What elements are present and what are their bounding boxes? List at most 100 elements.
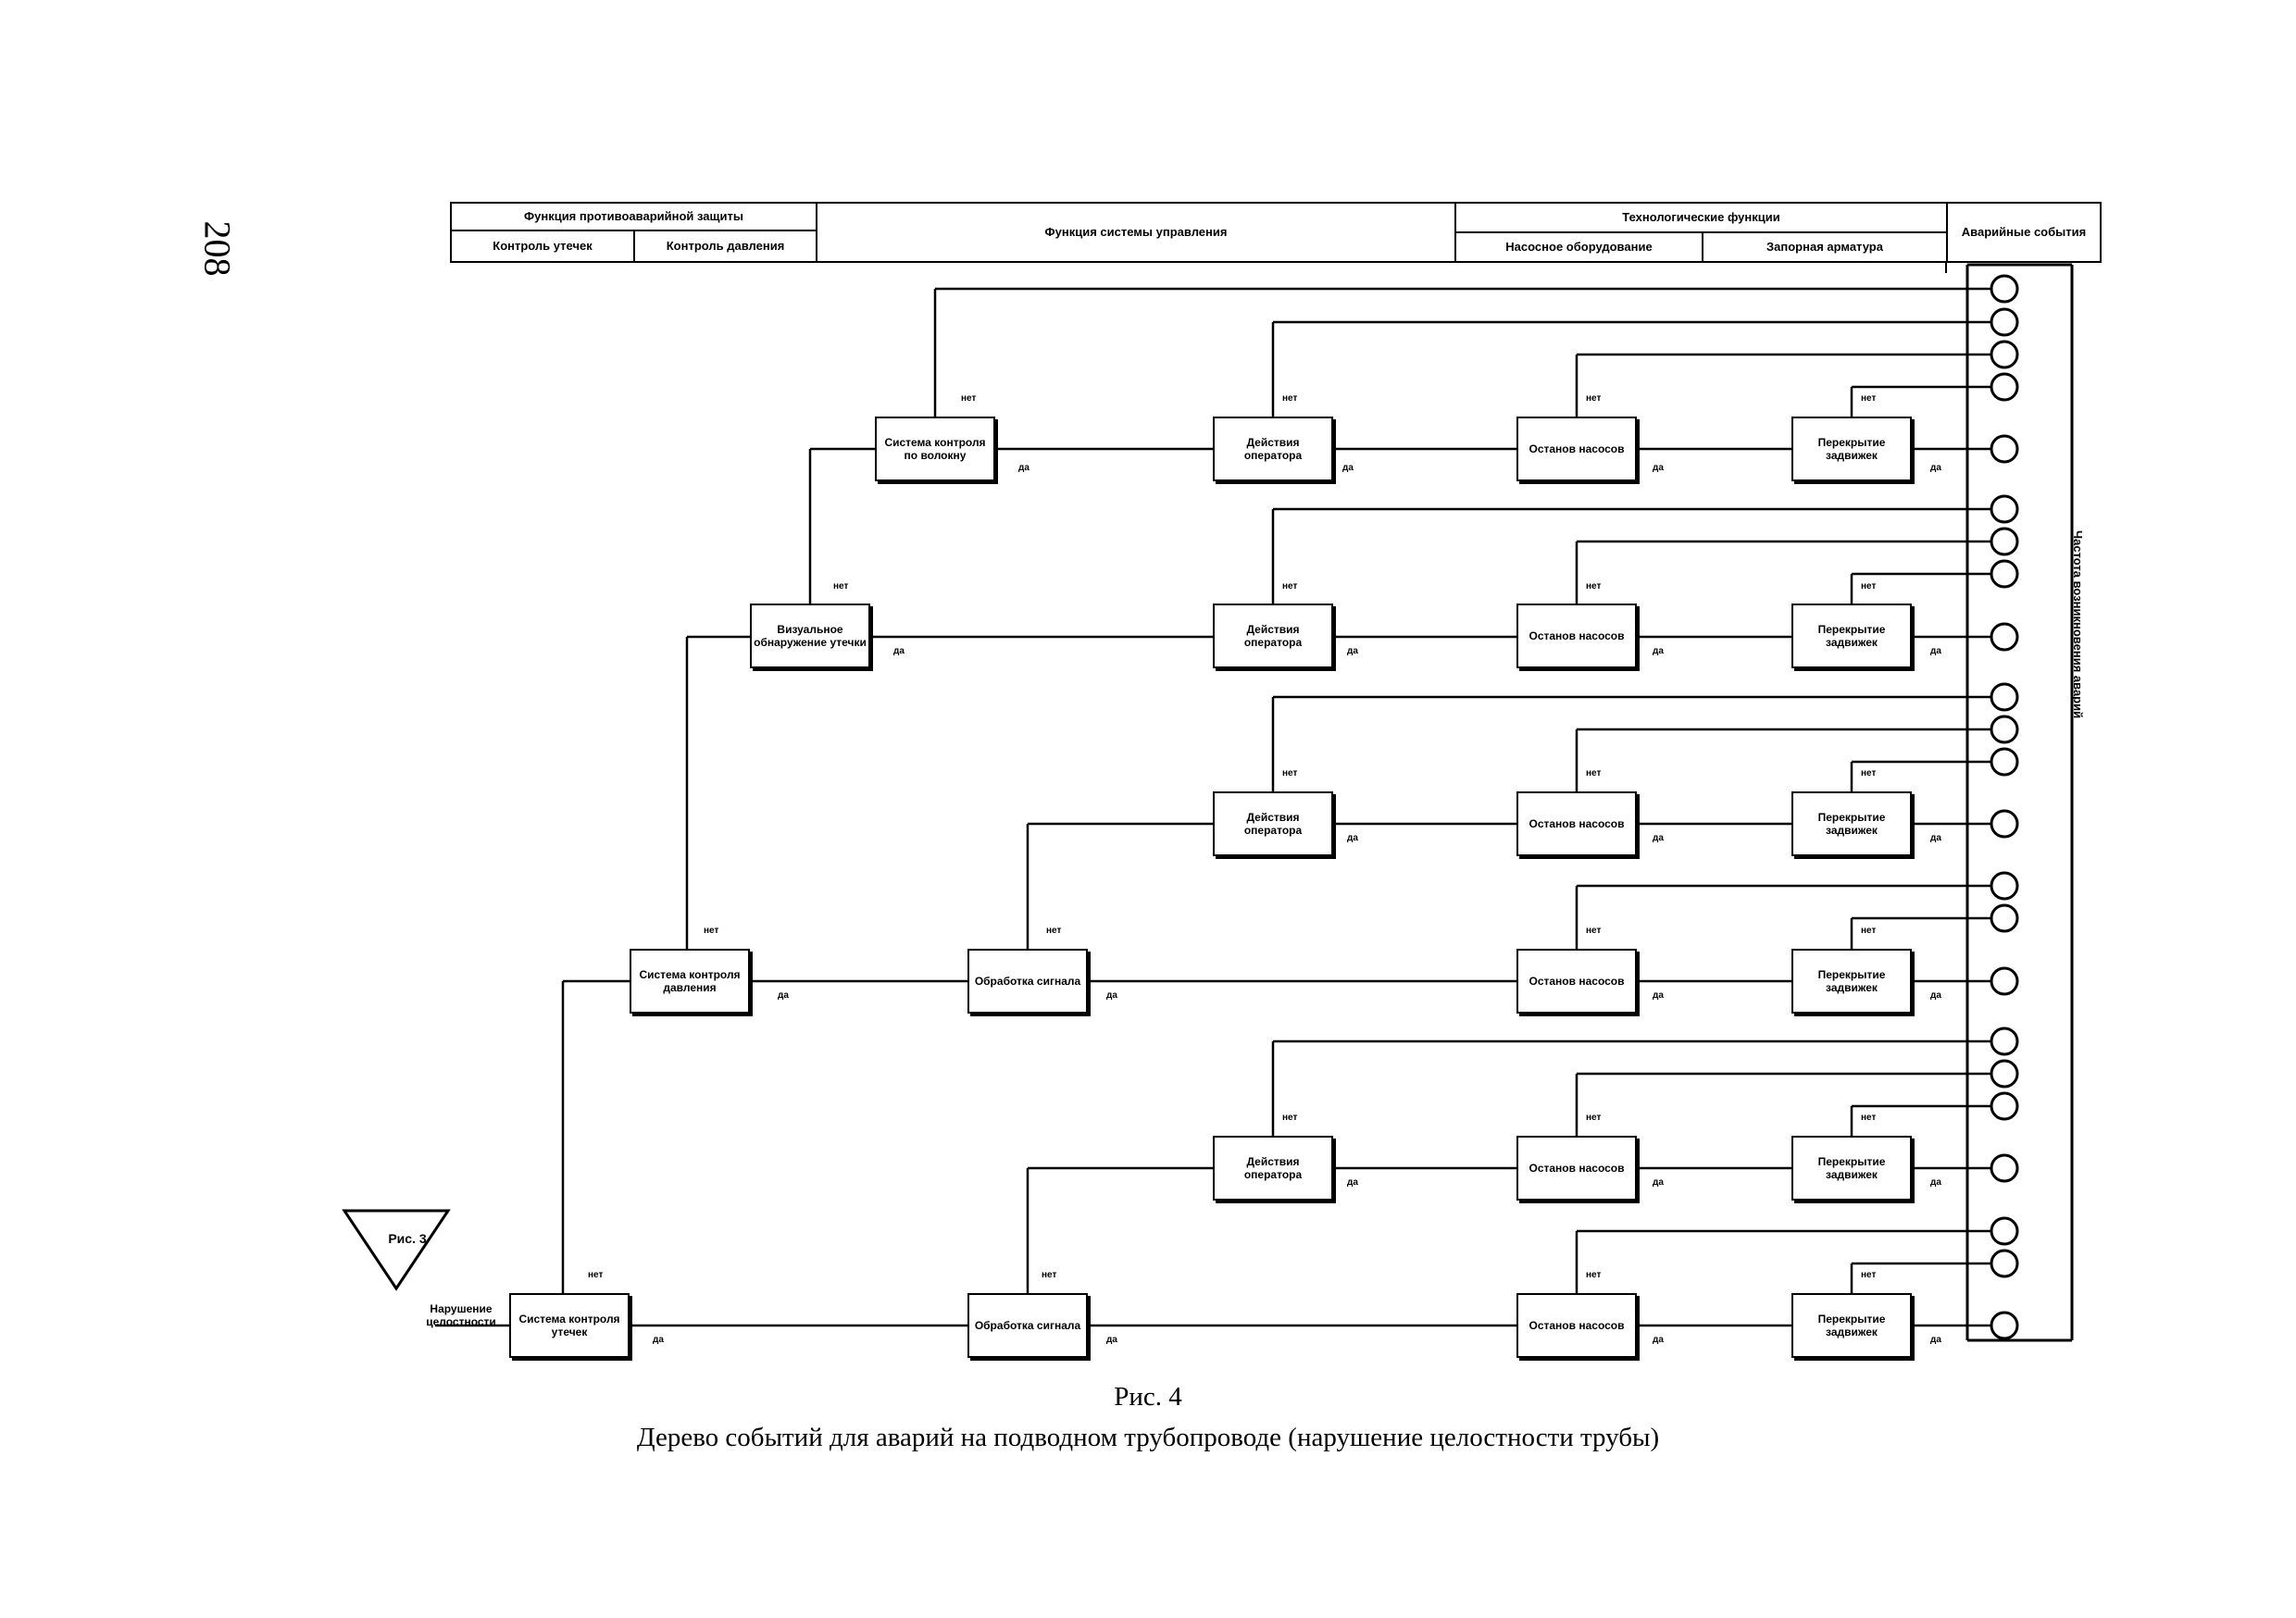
outcome-circle <box>1990 809 2019 839</box>
branch-label-yes: да <box>1930 646 1941 656</box>
branch-label-yes: да <box>1930 990 1941 1001</box>
outcome-circle <box>1990 903 2019 933</box>
branch-label-yes: да <box>1347 833 1358 843</box>
outcome-circle <box>1990 274 2019 304</box>
branch-label-yes: да <box>1106 1335 1117 1345</box>
header-control-title: Функция системы управления <box>816 202 1456 263</box>
outcome-circle <box>1990 715 2019 744</box>
outcome-circle <box>1990 1059 2019 1089</box>
branch-label-no: нет <box>1861 926 1877 936</box>
branch-label-no: нет <box>1282 1113 1298 1123</box>
header-pump-equipment: Насосное оборудование <box>1454 231 1703 263</box>
outcome-circle <box>1990 527 2019 556</box>
figure-number: Рис. 4 <box>1114 1382 1182 1412</box>
branch-label-yes: да <box>1930 1335 1941 1345</box>
initiating-event-label: Нарушение целостности <box>426 1302 496 1329</box>
header-valves: Запорная арматура <box>1702 231 1948 263</box>
header-pressure-control: Контроль давления <box>633 230 817 263</box>
branch-label-yes: да <box>1653 463 1664 473</box>
node-valve-close: Перекрытие задвижек <box>1791 417 1912 481</box>
outcome-circle <box>1990 372 2019 402</box>
node-pump-stop: Останов насосов <box>1516 791 1637 856</box>
node-valve-close: Перекрытие задвижек <box>1791 949 1912 1014</box>
branch-label-no: нет <box>1861 1270 1877 1280</box>
branch-label-yes: да <box>1653 990 1664 1001</box>
node-pump-stop: Останов насосов <box>1516 949 1637 1014</box>
header-tech-title: Технологические функции <box>1454 202 1948 233</box>
outcome-circle <box>1990 622 2019 652</box>
branch-label-no: нет <box>833 581 849 591</box>
outcome-circle <box>1990 871 2019 901</box>
outcome-circle <box>1990 1216 2019 1246</box>
consequences-label: Частота возникновения аварий <box>2071 530 2085 719</box>
outcome-circle <box>1990 434 2019 464</box>
branch-label-no: нет <box>1861 1113 1877 1123</box>
outcome-circle <box>1990 1249 2019 1278</box>
outcome-circle <box>1990 494 2019 524</box>
node-valve-close: Перекрытие задвижек <box>1791 1136 1912 1201</box>
node-pump-stop: Останов насосов <box>1516 1293 1637 1358</box>
branch-label-yes: да <box>1930 833 1941 843</box>
outcome-circle <box>1990 1311 2019 1340</box>
node-signal-processing-1: Обработка сигнала <box>967 949 1088 1014</box>
branch-label-no: нет <box>1861 768 1877 778</box>
branch-label-no: нет <box>1282 768 1298 778</box>
outcome-circle <box>1990 307 2019 337</box>
branch-label-no: нет <box>1586 393 1602 404</box>
branch-label-no: нет <box>1046 926 1062 936</box>
node-operator-action: Действия оператора <box>1213 417 1333 481</box>
branch-label-no: нет <box>1861 581 1877 591</box>
node-operator-action: Действия оператора <box>1213 791 1333 856</box>
reference-triangle <box>342 1209 451 1291</box>
branch-label-no: нет <box>1586 1113 1602 1123</box>
branch-label-yes: да <box>778 990 789 1001</box>
outcome-circle <box>1990 966 2019 996</box>
node-valve-close: Перекрытие задвижек <box>1791 604 1912 668</box>
outcome-circle <box>1990 747 2019 777</box>
figure-caption: Дерево событий для аварий на подводном т… <box>636 1423 1660 1452</box>
branch-label-no: нет <box>961 393 977 404</box>
branch-label-yes: да <box>1347 646 1358 656</box>
branch-label-yes: да <box>1653 646 1664 656</box>
node-leak-detection: Визуальное обнаружение утечки <box>750 604 870 668</box>
header-protection-title: Функция противоаварийной защиты <box>450 202 817 231</box>
branch-label-yes: да <box>1653 833 1664 843</box>
branch-label-no: нет <box>1282 581 1298 591</box>
branch-label-no: нет <box>1586 768 1602 778</box>
branch-label-yes: да <box>1930 1177 1941 1188</box>
node-valve-close: Перекрытие задвижек <box>1791 1293 1912 1358</box>
node-pressure-control-system: Система контроля давления <box>630 949 750 1014</box>
branch-label-yes: да <box>1106 990 1117 1001</box>
branch-label-no: нет <box>1042 1270 1057 1280</box>
branch-label-no: нет <box>588 1270 604 1280</box>
branch-label-yes: да <box>1653 1177 1664 1188</box>
node-leak-control-system: Система контроля утечек <box>509 1293 630 1358</box>
node-operator-action: Действия оператора <box>1213 1136 1333 1201</box>
outcome-circle <box>1990 1153 2019 1183</box>
outcome-circle <box>1990 1091 2019 1121</box>
branch-label-yes: да <box>1018 463 1029 473</box>
outcome-circle <box>1990 559 2019 589</box>
branch-label-no: нет <box>1586 581 1602 591</box>
branch-label-yes: да <box>1347 1177 1358 1188</box>
outcome-circle <box>1990 340 2019 369</box>
branch-label-yes: да <box>1930 463 1941 473</box>
branch-label-no: нет <box>1586 926 1602 936</box>
reference-label: Рис. 3 <box>388 1231 427 1246</box>
node-valve-close: Перекрытие задвижек <box>1791 791 1912 856</box>
branch-label-no: нет <box>1861 393 1877 404</box>
node-fiber-control-system: Система контроля по волокну <box>875 417 995 481</box>
branch-label-no: нет <box>1586 1270 1602 1280</box>
outcome-circle <box>1990 1027 2019 1056</box>
header-outcome-title: Аварийные события <box>1946 202 2102 263</box>
node-signal-processing-2: Обработка сигнала <box>967 1293 1088 1358</box>
node-pump-stop: Останов насосов <box>1516 1136 1637 1201</box>
node-pump-stop: Останов насосов <box>1516 604 1637 668</box>
branch-label-no: нет <box>1282 393 1298 404</box>
branch-label-yes: да <box>1342 463 1354 473</box>
outcome-circle <box>1990 682 2019 712</box>
branch-label-yes: да <box>1653 1335 1664 1345</box>
node-operator-action: Действия оператора <box>1213 604 1333 668</box>
branch-label-no: нет <box>704 926 719 936</box>
